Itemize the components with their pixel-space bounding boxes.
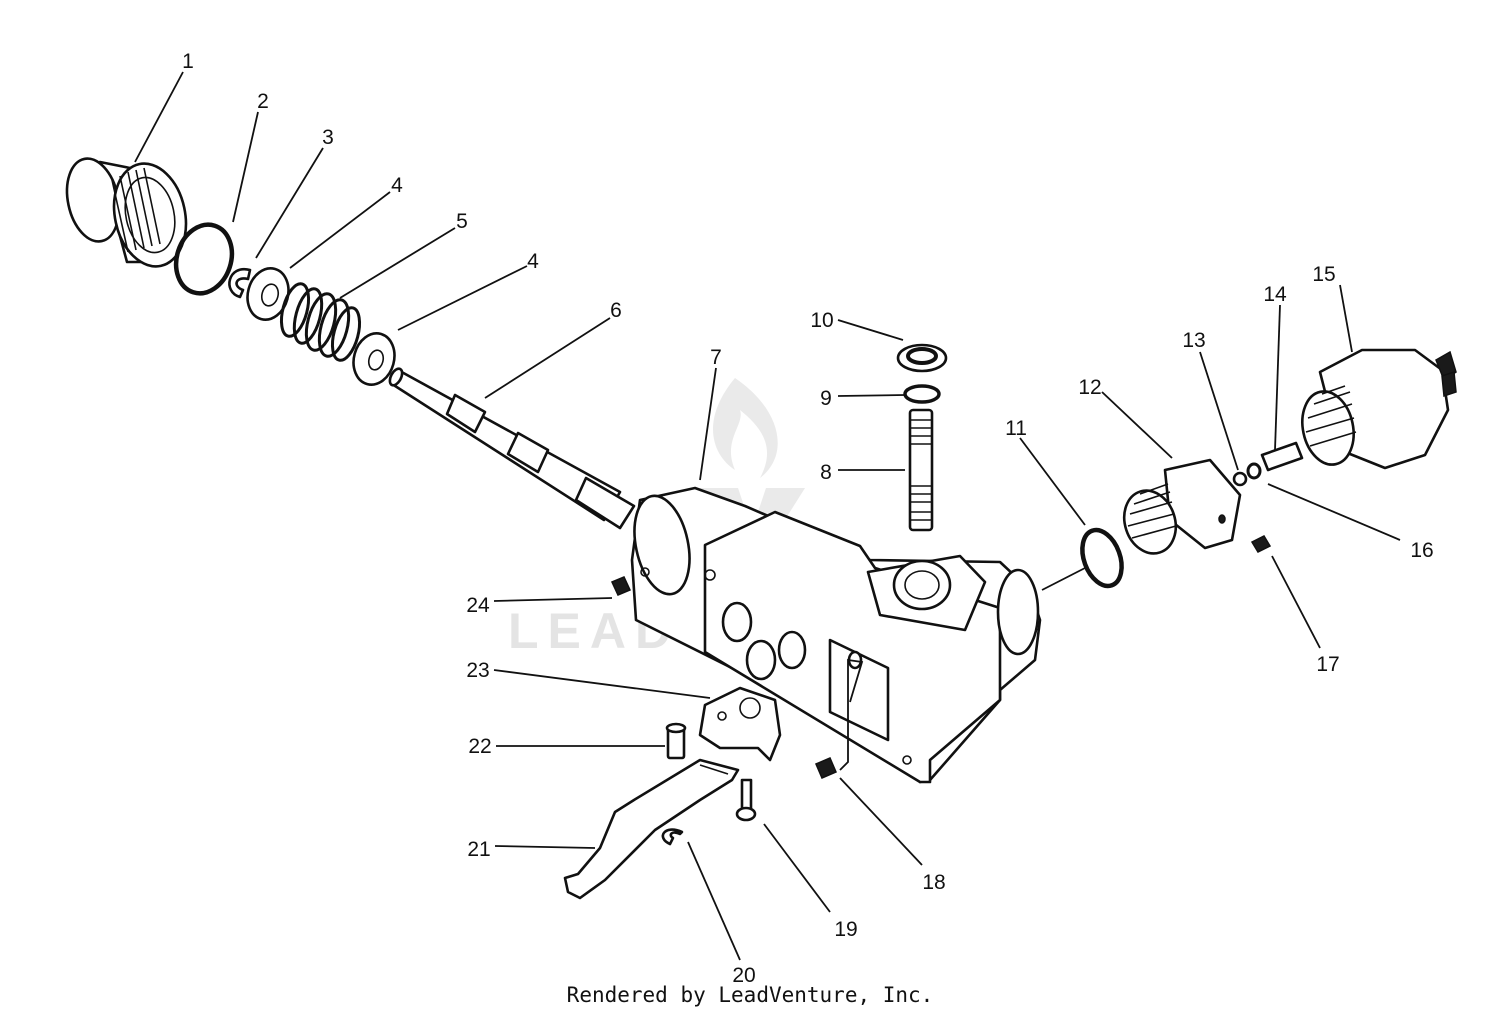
callout-11: 11 <box>1005 417 1027 440</box>
part-20-e-clip <box>661 828 684 846</box>
part-12-adapter <box>1122 458 1242 555</box>
part-7-valve-body <box>630 486 1042 784</box>
part-2-o-ring <box>173 222 235 296</box>
part-4-washer <box>352 332 396 386</box>
part-3-snap-ring <box>228 267 252 299</box>
credit-text: Rendered by LeadVenture, Inc. <box>566 983 934 1007</box>
part-19-screw <box>735 778 757 822</box>
callout-6: 6 <box>610 299 622 322</box>
part-6-spool <box>388 367 636 530</box>
callout-8: 8 <box>820 461 832 484</box>
part-24-set-screw <box>610 576 632 596</box>
callout-22: 22 <box>468 735 491 758</box>
callout-23: 23 <box>466 659 489 682</box>
part-16-o-ring <box>1246 462 1262 480</box>
callout-labels: 1 2 3 4 5 4 6 7 8 9 10 11 12 13 14 15 16… <box>182 50 1434 987</box>
callout-14: 14 <box>1263 283 1287 306</box>
part-5-spring <box>279 282 362 362</box>
callout-20: 20 <box>732 964 755 987</box>
callout-4-second: 4 <box>527 250 539 273</box>
callout-9: 9 <box>820 387 832 410</box>
flame-logo-icon <box>713 378 778 478</box>
callout-13: 13 <box>1182 329 1205 352</box>
part-18-set-screw <box>815 757 837 779</box>
callout-21: 21 <box>467 838 490 861</box>
leader-lines <box>134 71 1401 961</box>
part-15-switch <box>1301 348 1457 470</box>
part-11-o-ring <box>1080 527 1124 589</box>
part-21-lever <box>563 758 740 900</box>
part-1-threaded-cap <box>65 157 188 268</box>
part-14-pin <box>1260 441 1304 472</box>
callout-15: 15 <box>1312 263 1335 286</box>
part-13-ball <box>1232 471 1248 487</box>
part-8-valve-stem <box>908 408 934 532</box>
callout-12: 12 <box>1078 376 1101 399</box>
callout-3: 3 <box>322 126 334 149</box>
part-10-cap <box>896 343 948 373</box>
callout-2: 2 <box>257 90 269 113</box>
part-17-set-screw <box>1250 535 1272 553</box>
callout-7: 7 <box>710 346 722 369</box>
callout-18: 18 <box>922 871 945 894</box>
callout-16: 16 <box>1410 539 1433 562</box>
callout-5: 5 <box>456 210 468 233</box>
callout-17: 17 <box>1316 653 1339 676</box>
callout-19: 19 <box>834 918 857 941</box>
part-22-pin <box>665 722 687 760</box>
part-23-detent-plate <box>698 686 782 762</box>
part-9-o-ring <box>903 384 941 404</box>
callout-24: 24 <box>466 594 490 617</box>
callout-10: 10 <box>810 309 833 332</box>
callout-1: 1 <box>182 50 194 73</box>
callout-4: 4 <box>391 174 403 197</box>
